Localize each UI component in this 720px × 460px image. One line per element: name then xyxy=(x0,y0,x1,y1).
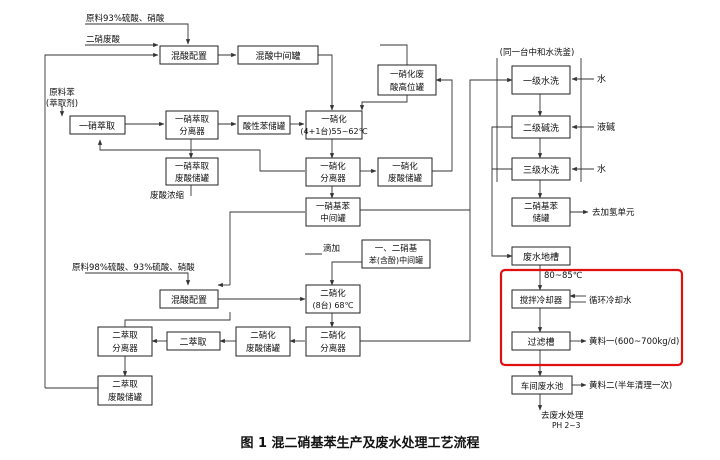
figure-caption: 图 1 混二硝基苯生产及废水处理工艺流程 xyxy=(240,435,479,451)
mix-acid-prep-top-box xyxy=(159,45,219,65)
dinitro-storage-l2: 储罐 xyxy=(532,213,550,224)
wash2-box xyxy=(511,115,571,139)
to-wastewater-treatment-label: 去废水处理 xyxy=(541,410,584,421)
mono-dinitro-tank-l2: 苯(含酚)中间罐 xyxy=(369,255,423,265)
mix-acid-prep-bottom-label: 混酸配置 xyxy=(171,295,207,306)
to-hydrogenation-label: 去加氢单元 xyxy=(592,207,635,218)
extract1-separator-box xyxy=(165,110,219,140)
same-kettle-label: (同一台中和水洗釜) xyxy=(500,47,575,58)
mix-acid-tank-box xyxy=(237,45,319,65)
solids-2-label: 黄料二(半年清理一次) xyxy=(589,380,672,391)
drip-add-label: 滴加 xyxy=(323,243,340,254)
nitration2-waste-acid-storage-l2: 废酸储罐 xyxy=(246,343,281,354)
nitration1-waste-acid-storage-l1: 一硝化 xyxy=(392,161,418,172)
nitration1-l1: 一硝化 xyxy=(321,114,347,125)
nitration2-separator-box xyxy=(305,326,361,357)
extract1-separator-l2: 分离器 xyxy=(179,126,205,137)
process-units: 混酸配置 混酸中间罐 一硝化废 酸高位罐 一硝萃取 一硝萃取 分离器 酸性苯储罐… xyxy=(69,45,573,406)
wash2-label: 二级碱洗 xyxy=(523,122,559,134)
nitration2-l1: 二硝化 xyxy=(320,288,346,299)
mono-dinitro-tank-l1: 一、二硝基 xyxy=(375,243,418,254)
raw-benzene-label-l2: (萃取剂) xyxy=(46,98,78,109)
circulating-cooling-water-label: 循环冷却水 xyxy=(589,295,632,306)
extract2-separator-l2: 分离器 xyxy=(112,343,138,354)
workshop-wastewater-pool-label: 车间废水池 xyxy=(521,381,564,392)
extract1-waste-tank-l1: 一硝萃取 xyxy=(175,161,210,172)
temp-80-85-label: 80~85℃ xyxy=(544,271,583,281)
wash3-box xyxy=(511,157,571,181)
extract2-label: 二萃取 xyxy=(179,337,206,348)
wastewater-sump-box xyxy=(511,246,571,266)
water2-label: 水 xyxy=(597,163,606,175)
stir-cooler-label: 搅拌冷却器 xyxy=(520,295,563,306)
extract2-waste-tank-l2: 废酸储罐 xyxy=(108,392,143,403)
extract2-waste-tank-box xyxy=(97,375,153,406)
raw-benzene-label-l1: 原料苯 xyxy=(49,87,75,98)
solids-1-label: 黄料一(600~700kg/d) xyxy=(589,336,679,347)
stream-labels: 原料93%硫酸、硝酸 二硝废酸 原料苯 (萃取剂) 废酸浓缩 原料98%硫酸、9… xyxy=(46,13,679,430)
nitrobenzene-tank-l1: 一硝基苯 xyxy=(316,201,351,212)
dinitro-waste-acid-label: 二硝废酸 xyxy=(86,34,121,45)
wash3-label: 三级水洗 xyxy=(523,164,559,176)
raw-98-93-nitric-label: 原料98%硫酸、93%硫酸、硝酸 xyxy=(72,262,195,273)
liquid-alkali-label: 液碱 xyxy=(597,121,615,133)
mix-acid-tank-label: 混酸中间罐 xyxy=(255,50,300,62)
nitration1-waste-acid-storage-box xyxy=(377,157,433,187)
nitration1-separator-l2: 分离器 xyxy=(320,173,346,184)
stir-cooler-box xyxy=(511,289,571,309)
nitration2-box xyxy=(305,284,361,314)
waste-acid-concentration-label: 废酸浓缩 xyxy=(150,190,185,201)
nitration2-l2: (8台) 68℃ xyxy=(312,300,353,310)
workshop-wastewater-pool-box xyxy=(511,375,573,395)
extract1-box xyxy=(69,115,126,135)
wash1-box xyxy=(511,65,571,95)
extract1-label: 一硝萃取 xyxy=(79,120,115,132)
mix-acid-prep-bottom-box xyxy=(159,289,219,309)
filter-tank-box xyxy=(511,331,571,351)
acidic-benzene-tank-label: 酸性苯储罐 xyxy=(243,121,286,132)
nitration2-separator-l1: 二硝化 xyxy=(320,330,346,341)
extract1-waste-tank-box xyxy=(165,157,219,186)
nitration2-waste-acid-storage-box xyxy=(235,326,291,357)
nitration2-waste-acid-storage-l1: 二硝化 xyxy=(250,330,276,341)
nitration2-separator-l2: 分离器 xyxy=(320,343,346,354)
nitration1-waste-acid-high-tank-box xyxy=(377,64,437,96)
extract2-box xyxy=(166,331,221,351)
nitrobenzene-tank-l2: 中间罐 xyxy=(320,213,346,224)
extract1-waste-tank-l2: 废酸储罐 xyxy=(175,173,210,184)
raw-93-sulfuric-nitric-label: 原料93%硫酸、硝酸 xyxy=(86,13,165,24)
nitration1-waste-acid-storage-l2: 废酸储罐 xyxy=(388,173,423,184)
wash1-label: 一级水洗 xyxy=(523,75,559,87)
extract2-separator-box xyxy=(97,326,153,357)
nitration1-box xyxy=(305,110,363,140)
highlight-box xyxy=(499,268,684,367)
mix-acid-prep-top-label: 混酸配置 xyxy=(171,51,207,62)
nitrobenzene-tank-box xyxy=(305,197,361,227)
wastewater-sump-label: 废水地槽 xyxy=(523,251,559,263)
water1-label: 水 xyxy=(597,73,606,85)
ph-label: PH 2~3 xyxy=(552,421,581,430)
nitration1-l2: (4+1台)55~62℃ xyxy=(300,126,367,136)
nitration1-waste-acid-high-tank-l1: 一硝化废 xyxy=(390,69,425,80)
nitration1-waste-acid-high-tank-l2: 酸高位罐 xyxy=(390,82,425,93)
flow-connectors xyxy=(44,23,594,411)
dinitro-storage-l1: 二硝基苯 xyxy=(524,201,559,212)
extract1-separator-l1: 一硝萃取 xyxy=(175,114,210,125)
acidic-benzene-tank-box xyxy=(237,115,291,135)
filter-tank-label: 过滤槽 xyxy=(527,336,554,348)
extract2-waste-tank-l1: 二萃取 xyxy=(112,379,138,390)
extract2-separator-l1: 二萃取 xyxy=(112,330,138,341)
dinitro-storage-box xyxy=(511,197,571,227)
nitration1-separator-l1: 一硝化 xyxy=(320,161,346,172)
nitration1-separator-box xyxy=(305,157,361,187)
mono-dinitro-tank-box xyxy=(361,239,431,269)
